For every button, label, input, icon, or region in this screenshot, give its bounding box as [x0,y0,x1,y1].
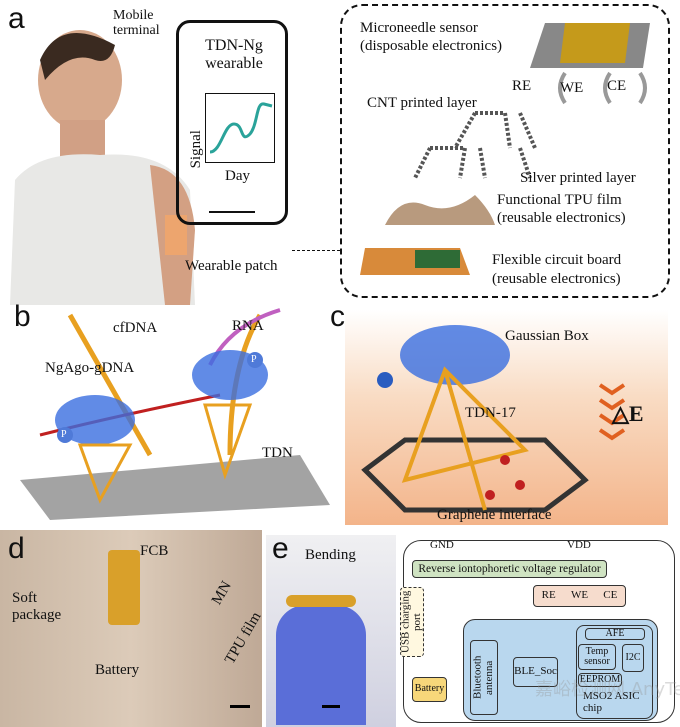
asic-label: MSO2 ASIC chip [583,690,640,715]
battery-label: Battery [95,662,140,678]
we-label: WE [570,589,589,602]
ce-label: CE [607,78,627,94]
tpu-sub: (reusable electronics) [497,210,626,226]
tdn17-label: TDN-17 [465,405,516,421]
graphene-label: Graphene interface [437,507,552,523]
electrodes-box: RE WE CE [533,585,626,607]
ce-label: CE [603,589,618,602]
signal-chart [205,93,275,163]
ngago-graphene-illustration [20,308,330,520]
tdn17-graphene-illustration [361,325,626,513]
re-label: RE [541,589,556,602]
wearable-patch-label: Wearable patch [185,258,278,274]
phosphate-label: P [251,354,257,365]
printed-layers-illustration [413,111,537,179]
microneedle-sensor-illustration [530,23,650,105]
re-label: RE [512,78,532,94]
scale-bar [322,705,340,708]
delta-e-label: △E [612,401,644,426]
phone-title: TDN-Ng wearable [205,37,263,72]
glove [276,605,366,725]
i2c-box: I2C [622,644,644,672]
we-label: WE [560,80,584,96]
watermark: 嘉峪检测网 AnyTesting.com [535,679,680,700]
exploded-view-box [340,4,670,298]
eeprom-box: EEPROM [578,673,622,687]
signal-curve [209,102,273,154]
man-illustration [10,30,195,305]
panel-c-letter: c [330,300,345,333]
battery-box: Battery [412,677,447,702]
gaussian-box-label: Gaussian Box [505,328,589,344]
vdd-label: VDD [567,539,591,551]
microneedle-sub: (disposable electronics) [360,38,503,54]
microneedle-label: Microneedle sensor [360,20,478,36]
cnt-layer-label: CNT printed layer [367,95,477,111]
x-axis-label: Day [225,168,250,184]
fcb-label: FCB [140,543,169,559]
tpu-film-illustration [385,195,495,225]
ngago-label: NgAgo-gDNA [45,360,135,376]
rna-label: RNA [232,318,264,334]
bent-device [286,595,356,607]
asic-chip-box [576,625,653,719]
panel-e-letter: e [272,532,289,565]
y-axis-label: Signal [187,130,204,169]
soft-package-label: Soft package [12,590,62,623]
connector-line [292,250,340,251]
gnd-label: GND [430,539,454,551]
scale-bar [230,705,250,708]
fcb-sub: (reusable electronics) [492,271,621,287]
tdn-label: TDN [262,445,293,461]
circuit-board-illustration [360,248,470,275]
afe-box: AFE [585,628,645,640]
panel-a-letter: a [8,2,25,35]
panel-b-letter: b [14,300,31,333]
phone: TDN-Ng wearable Signal Day [176,20,288,225]
bending-label: Bending [305,547,356,563]
home-bar [209,211,255,213]
silver-layer-label: Silver printed layer [520,170,636,186]
phosphate-label: P [61,429,67,440]
cfdna-label: cfDNA [113,320,158,336]
temp-sensor-box: Temp sensor [578,644,616,670]
voltage-regulator-box: Reverse iontophoretic voltage regulator [412,560,607,578]
mobile-terminal-label: Mobile terminal [113,8,160,39]
panel-d-letter: d [8,532,25,565]
ble-soc-box: BLE_Soc [513,657,558,687]
tpu-label: Functional TPU film [497,192,622,208]
fcb-photo [108,550,140,625]
bluetooth-antenna-box: Bluetooth antenna [470,640,498,715]
usb-port-box: USB charging port [399,587,424,657]
fcb-label: Flexible circuit board [492,252,622,268]
bending-photo [266,535,396,727]
